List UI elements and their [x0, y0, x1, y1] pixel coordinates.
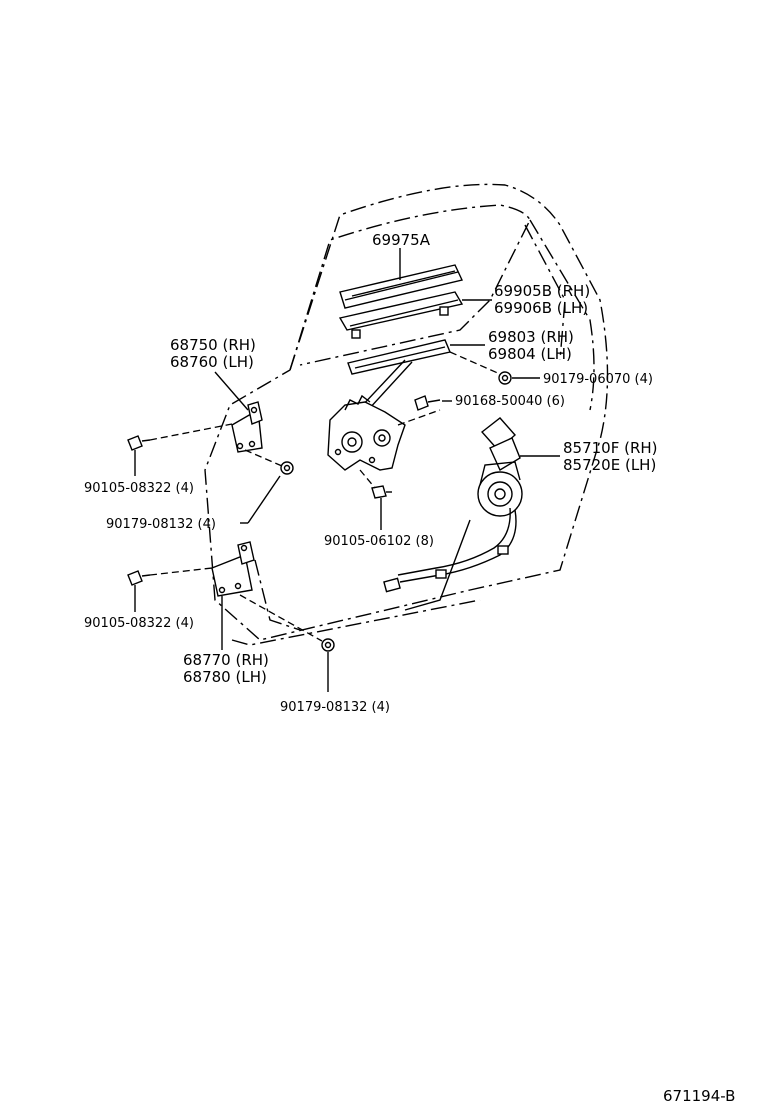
label-sash-channel-lh: 69906B (LH)	[494, 299, 588, 317]
label-lower-hinge-rh: 68770 (RH)	[183, 651, 269, 669]
bolt-top-icon[interactable]	[414, 395, 441, 411]
nut-top-icon[interactable]	[498, 371, 512, 385]
label-nut-upper-hinge: 90179-08132 (4)	[106, 517, 216, 532]
bolt-regulator-icon[interactable]	[371, 485, 392, 499]
nut-lower-hinge-icon[interactable]	[321, 638, 335, 652]
nut-upper-hinge-icon[interactable]	[280, 461, 294, 475]
label-nut-top: 90179-06070 (4)	[543, 372, 653, 387]
diagram-id: 671194-B	[663, 1087, 735, 1105]
label-bolt-upper-hinge: 90105-08322 (4)	[84, 481, 194, 496]
label-lower-hinge-lh: 68780 (LH)	[183, 668, 267, 686]
lower-hinge[interactable]	[211, 541, 255, 597]
label-regulator-lh: 69804 (LH)	[488, 345, 572, 363]
upper-hinge[interactable]	[231, 401, 263, 453]
regulator-rail[interactable]	[347, 339, 451, 375]
label-bolt-lower-hinge: 90105-08322 (4)	[84, 616, 194, 631]
sash-channel[interactable]	[338, 291, 464, 339]
label-bolt-regulator: 90105-06102 (8)	[324, 534, 434, 549]
label-motor-lh: 85720E (LH)	[563, 456, 656, 474]
bolt-upper-hinge-icon[interactable]	[127, 435, 151, 451]
bolt-lower-hinge-icon[interactable]	[127, 570, 151, 586]
window-motor[interactable]	[477, 417, 523, 517]
door-outline	[204, 183, 609, 646]
label-regulator-rh: 69803 (RH)	[488, 328, 574, 346]
label-nut-lower-hinge: 90179-08132 (4)	[280, 700, 390, 715]
label-upper-hinge-lh: 68760 (LH)	[170, 353, 254, 371]
label-sash-channel-rh: 69905B (RH)	[494, 282, 590, 300]
label-glass-channel: 69975A	[372, 231, 431, 249]
label-bolt-top: 90168-50040 (6)	[455, 394, 565, 409]
label-upper-hinge-rh: 68750 (RH)	[170, 336, 256, 354]
label-motor-rh: 85710F (RH)	[563, 439, 658, 457]
regulator-mechanism[interactable]	[327, 359, 413, 471]
glass-channel[interactable]	[339, 264, 463, 309]
wire-harness	[383, 507, 517, 593]
